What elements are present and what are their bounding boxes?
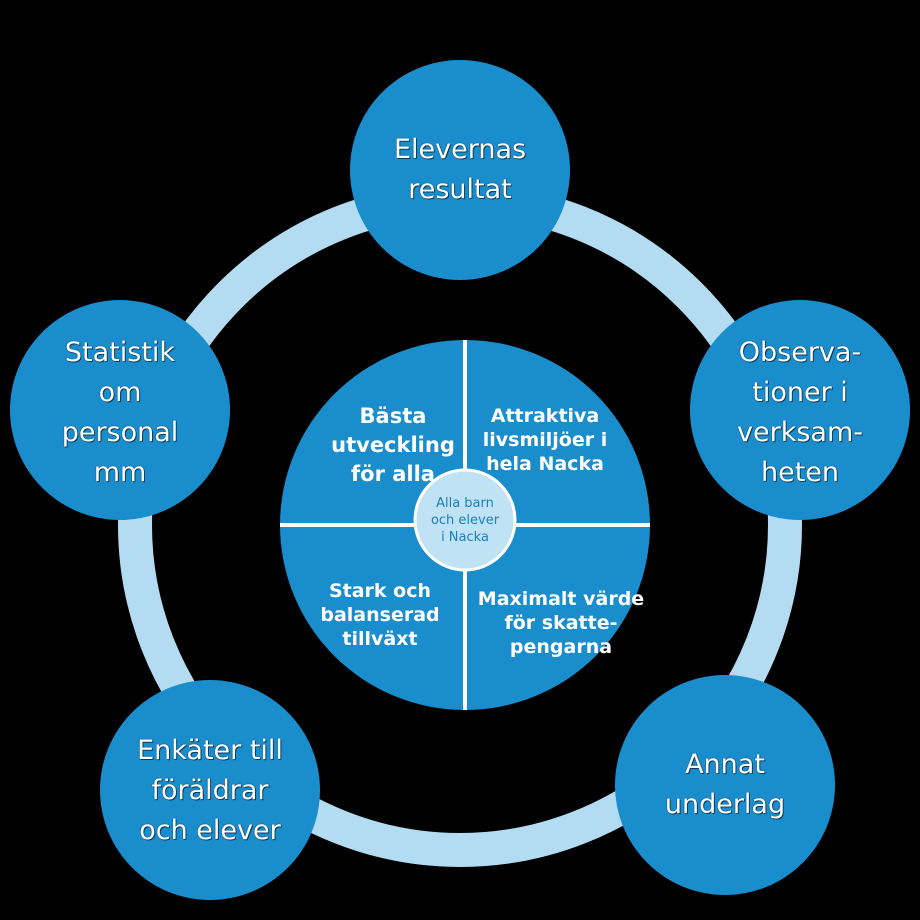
outer-node-circle-observationer	[690, 300, 910, 520]
center-circle	[413, 468, 517, 572]
outer-node-circle-enkater	[100, 680, 320, 900]
outer-node-circle-statistik	[10, 300, 230, 520]
outer-node-circle-annat-underlag	[615, 675, 835, 895]
outer-node-circle-elevernas-resultat	[350, 60, 570, 280]
